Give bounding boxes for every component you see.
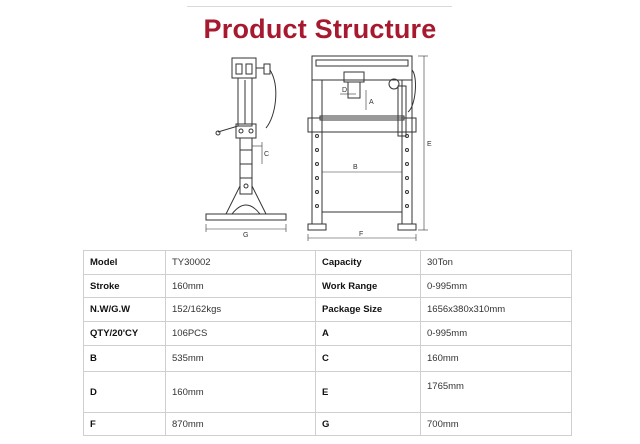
dim-label-c: C xyxy=(264,151,269,158)
table-row: Stroke 160mm Work Range 0-995mm xyxy=(83,274,572,298)
table-row: D 160mm E 1765mm xyxy=(83,371,572,413)
dim-label-a: A xyxy=(369,99,374,106)
table-row: B 535mm C 160mm xyxy=(83,345,572,372)
spec-table: Model TY30002 Capacity 30Ton Stroke 160m… xyxy=(83,250,572,436)
page-title: Product Structure xyxy=(203,14,437,44)
spec-key: A xyxy=(315,321,421,346)
spec-value: 30Ton xyxy=(420,250,572,275)
spec-key: D xyxy=(83,371,166,413)
press-structure-diagram: C G B D A E F xyxy=(196,46,436,242)
table-row: F 870mm G 700mm xyxy=(83,412,572,436)
spec-value: 1765mm xyxy=(420,371,572,413)
table-row: N.W/G.W 152/162kgs Package Size 1656x380… xyxy=(83,297,572,322)
spec-key: B xyxy=(83,345,166,372)
spec-value: 700mm xyxy=(420,412,572,436)
table-row: QTY/20'CY 106PCS A 0-995mm xyxy=(83,321,572,346)
spec-key: Stroke xyxy=(83,274,166,298)
spec-key: Package Size xyxy=(315,297,421,322)
top-divider xyxy=(187,6,452,7)
spec-key: F xyxy=(83,412,166,436)
spec-key: QTY/20'CY xyxy=(83,321,166,346)
dim-label-f: F xyxy=(359,231,363,238)
spec-value: 1656x380x310mm xyxy=(420,297,572,322)
spec-key: Model xyxy=(83,250,166,275)
spec-value: 152/162kgs xyxy=(165,297,316,322)
dim-label-e: E xyxy=(427,141,432,148)
spec-key: C xyxy=(315,345,421,372)
spec-value: 870mm xyxy=(165,412,316,436)
spec-key: G xyxy=(315,412,421,436)
dim-label-d: D xyxy=(342,87,347,94)
spec-value: TY30002 xyxy=(165,250,316,275)
spec-value: 160mm xyxy=(420,345,572,372)
spec-value: 0-995mm xyxy=(420,321,572,346)
spec-value: 0-995mm xyxy=(420,274,572,298)
spec-key: N.W/G.W xyxy=(83,297,166,322)
diagram-svg: C G B D A E F xyxy=(205,55,432,241)
table-row: Model TY30002 Capacity 30Ton xyxy=(83,250,572,275)
spec-key: Work Range xyxy=(315,274,421,298)
dim-label-b: B xyxy=(353,164,358,171)
spec-value: 106PCS xyxy=(165,321,316,346)
spec-key: Capacity xyxy=(315,250,421,275)
dim-label-g: G xyxy=(243,232,248,239)
spec-value: 535mm xyxy=(165,345,316,372)
spec-value: 160mm xyxy=(165,371,316,413)
spec-key: E xyxy=(315,371,421,413)
spec-value: 160mm xyxy=(165,274,316,298)
